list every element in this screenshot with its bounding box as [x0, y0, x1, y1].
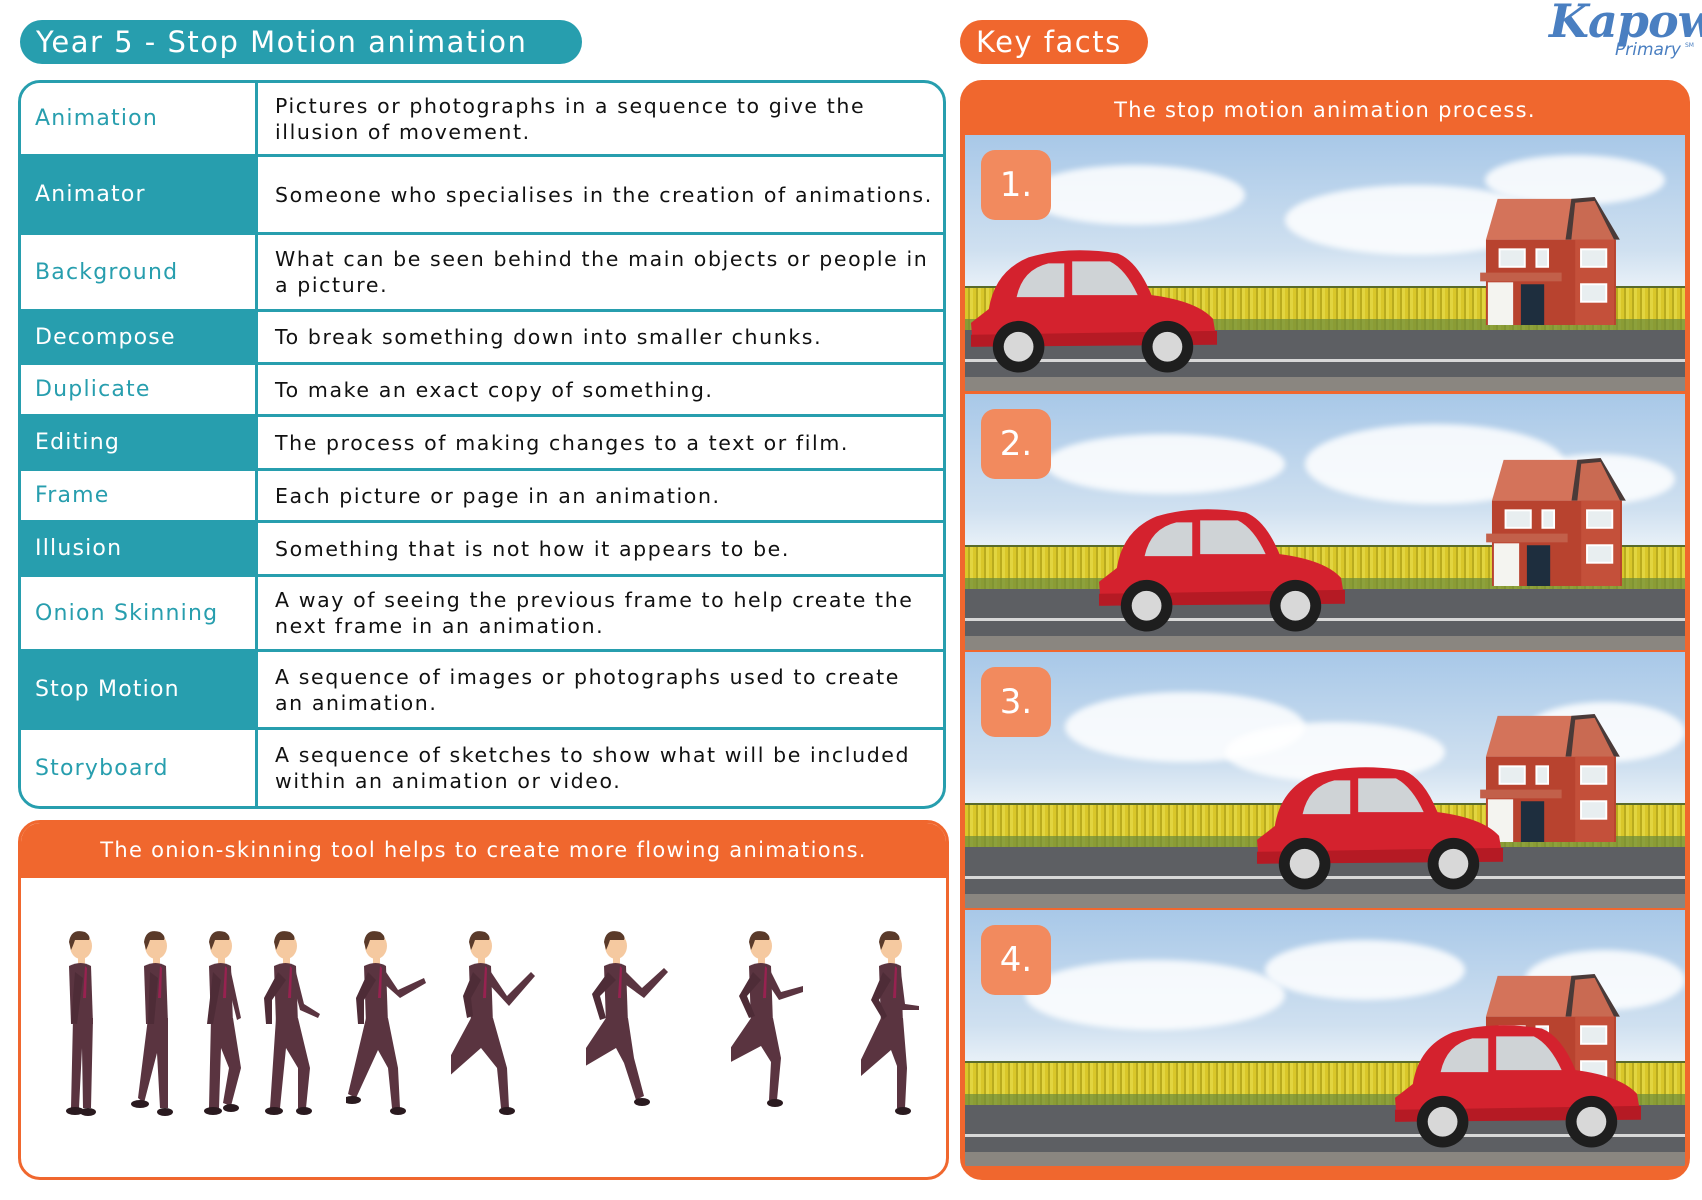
definition-cell: A way of seeing the previous frame to he… [275, 588, 914, 638]
table-row: Illusion Something that is not how it ap… [21, 523, 943, 577]
walking-figure-5 [346, 931, 426, 1115]
definition-cell: Someone who specialises in the creation … [275, 182, 933, 207]
key-facts-title: Key facts [960, 20, 1148, 64]
logo-trademark: SM [1685, 42, 1694, 49]
term-cell: Decompose [21, 312, 258, 362]
onion-skinning-box: The onion-skinning tool helps to create … [18, 820, 949, 1180]
definition-cell: Something that is not how it appears to … [275, 536, 791, 561]
term-cell: Animator [21, 157, 258, 232]
definition-cell: A sequence of sketches to show what will… [275, 743, 911, 793]
onion-skinning-caption: The onion-skinning tool helps to create … [21, 823, 946, 878]
walking-figure-3 [204, 931, 241, 1115]
term-cell: Background [21, 235, 258, 309]
table-row: Decompose To break something down into s… [21, 312, 943, 365]
definition-cell: A sequence of images or photographs used… [275, 664, 900, 715]
table-row: Background What can be seen behind the m… [21, 235, 943, 312]
red-car-icon [1256, 767, 1504, 890]
definition-cell: Pictures or photographs in a sequence to… [275, 93, 866, 144]
walking-figure-1 [66, 931, 96, 1116]
step-number-badge: 3. [981, 667, 1051, 737]
house-icon [1485, 456, 1627, 586]
step-number-badge: 4. [981, 925, 1051, 995]
term-cell: Editing [21, 417, 258, 468]
term-cell: Onion Skinning [21, 577, 258, 649]
animation-step-3: 3. [965, 652, 1685, 908]
step-number-badge: 1. [981, 150, 1051, 220]
walking-figure-9 [861, 931, 919, 1115]
animation-step-2: 2. [965, 394, 1685, 650]
step-number-badge: 2. [981, 409, 1051, 479]
term-cell: Duplicate [21, 365, 258, 414]
kapow-primary-logo: Kapow Primary SM [1545, 0, 1702, 70]
red-car-icon [970, 250, 1218, 373]
key-facts-caption: The stop motion animation process. [1114, 98, 1536, 122]
table-row: Duplicate To make an exact copy of somet… [21, 365, 943, 417]
term-cell: Stop Motion [21, 652, 258, 727]
term-cell: Illusion [21, 523, 258, 574]
definition-cell: To make an exact copy of something. [275, 377, 714, 402]
animation-step-1: 1. [965, 135, 1685, 391]
table-row: Storyboard A sequence of sketches to sho… [21, 730, 943, 806]
house-icon [1479, 195, 1621, 325]
definition-cell: What can be seen behind the main objects… [275, 247, 929, 297]
logo-main-text: Kapow [1549, 0, 1702, 48]
red-car-icon [1098, 509, 1346, 632]
term-cell: Animation [21, 83, 258, 154]
vocabulary-table: Animation Pictures or photographs in a s… [18, 80, 946, 809]
walking-figure-2 [131, 931, 173, 1116]
table-row: Animation Pictures or photographs in a s… [21, 83, 943, 157]
table-row: Stop Motion A sequence of images or phot… [21, 652, 943, 730]
table-row: Onion Skinning A way of seeing the previ… [21, 577, 943, 652]
logo-sub-text: Primary [1615, 40, 1681, 60]
key-facts-panel: The stop motion animation process. [960, 80, 1690, 1180]
definition-cell: Each picture or page in an animation. [275, 483, 721, 508]
definition-cell: The process of making changes to a text … [275, 430, 850, 455]
term-cell: Frame [21, 471, 258, 520]
walking-figure-8 [731, 931, 803, 1107]
table-row: Frame Each picture or page in an animati… [21, 471, 943, 523]
red-car-icon [1394, 1025, 1642, 1148]
table-row: Animator Someone who specialises in the … [21, 157, 943, 235]
animation-step-4: 4. [965, 910, 1685, 1166]
walking-figure-6 [451, 931, 535, 1115]
walking-figure-4 [264, 931, 320, 1115]
definition-cell: To break something down into smaller chu… [275, 325, 823, 349]
page-title: Year 5 - Stop Motion animation [20, 20, 582, 64]
walking-figure-7 [586, 931, 668, 1106]
term-cell: Storyboard [21, 730, 258, 806]
table-row: Editing The process of making changes to… [21, 417, 943, 471]
